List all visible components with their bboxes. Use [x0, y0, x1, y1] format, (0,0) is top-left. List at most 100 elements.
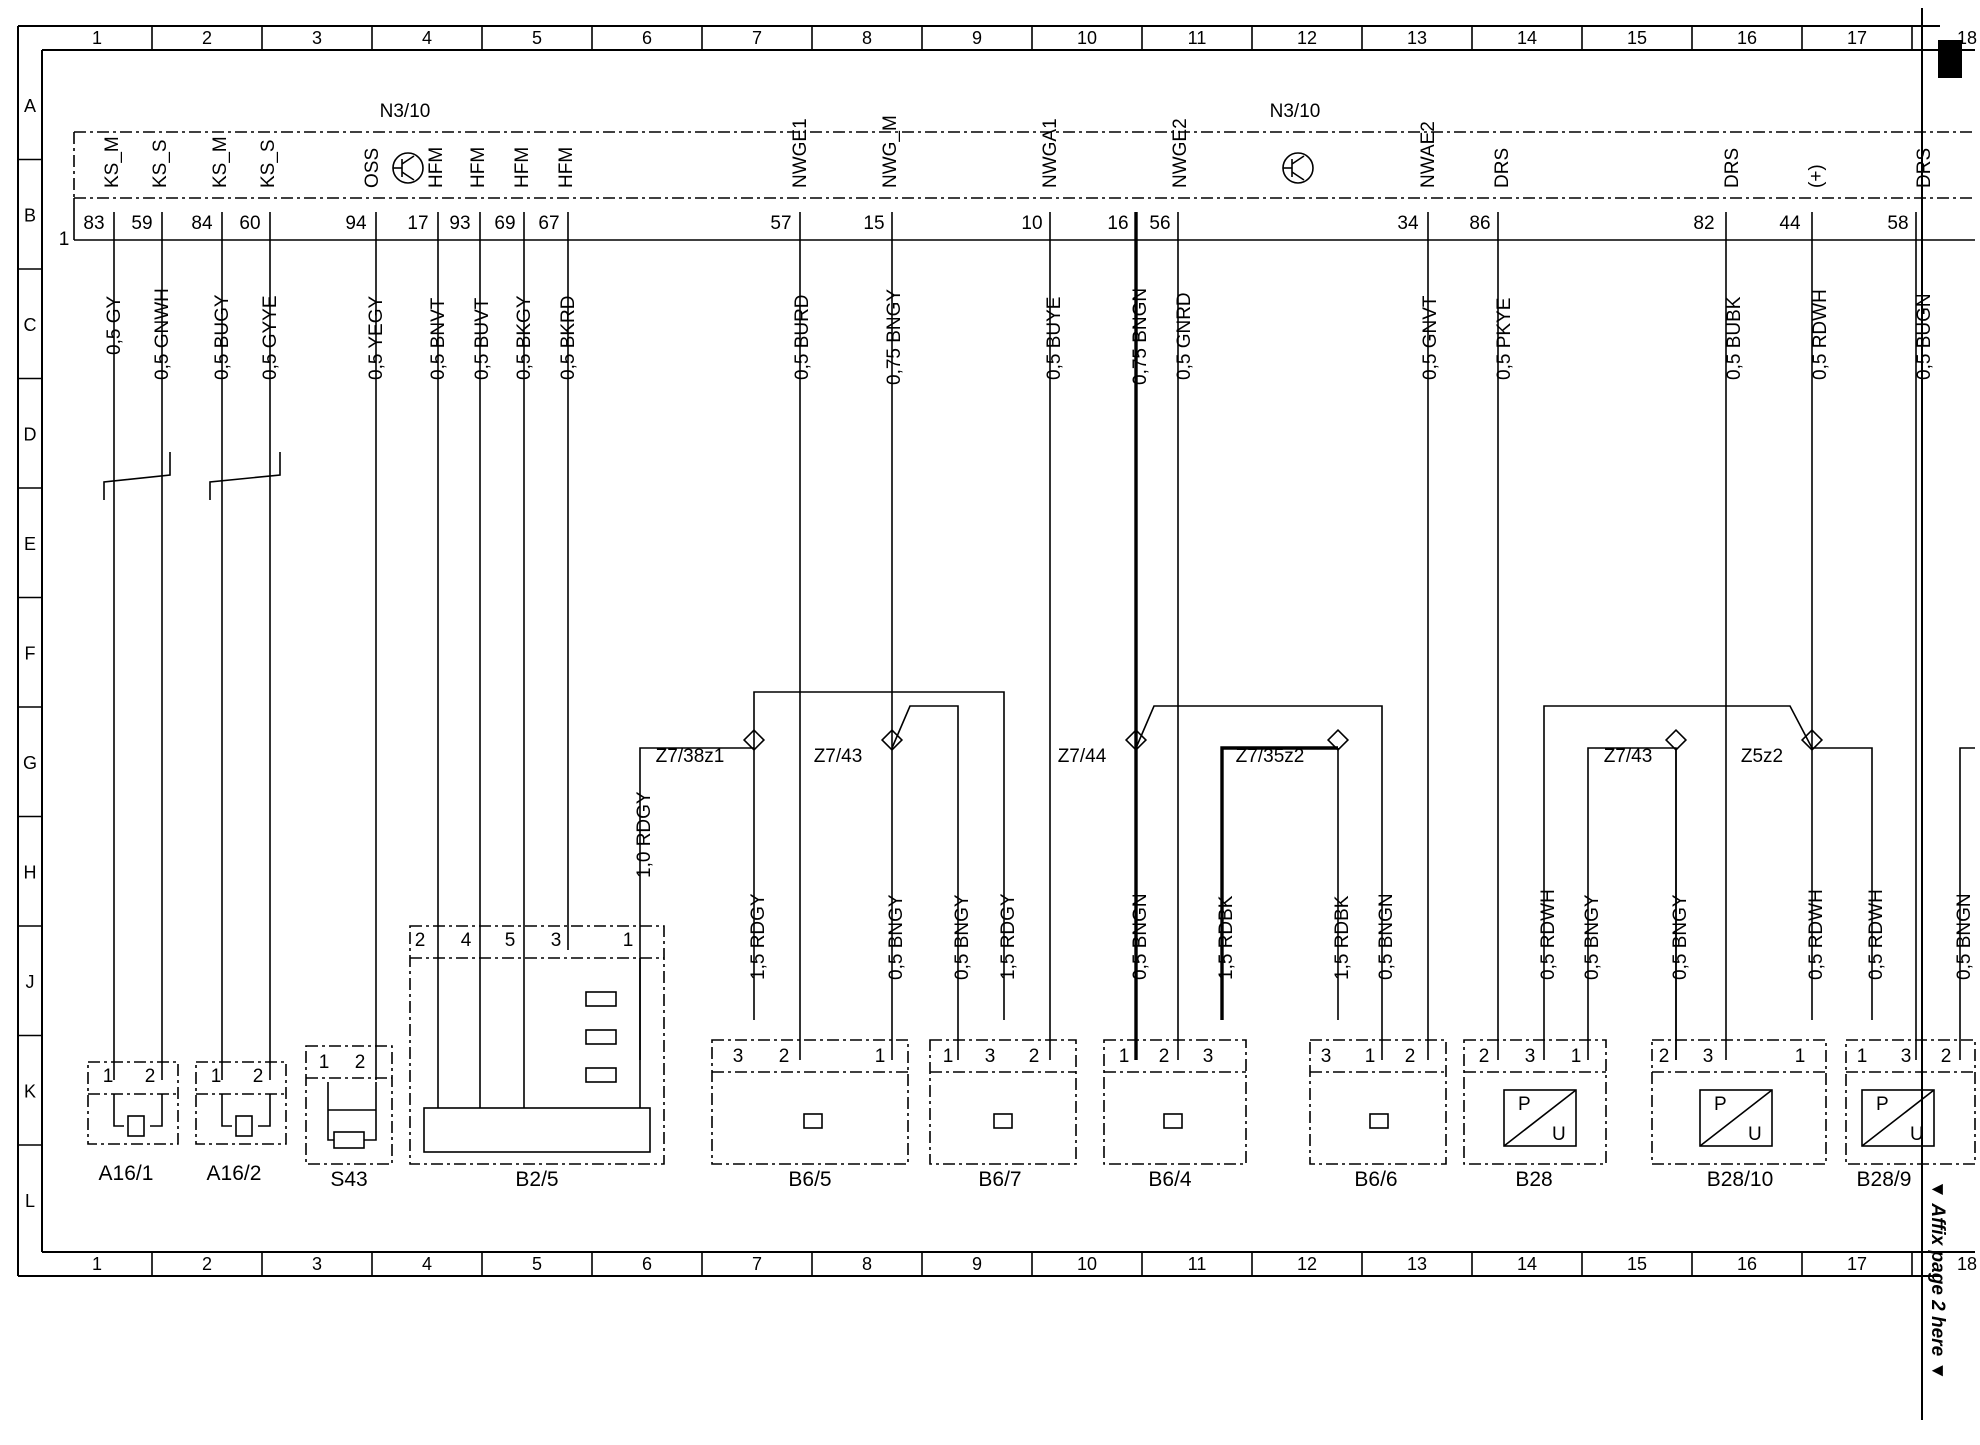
splice-point — [1124, 728, 1148, 752]
drawing-frame — [17, 8, 1975, 1420]
column-number: 1 — [92, 1254, 102, 1274]
column-number: 18 — [1957, 28, 1977, 48]
wire-label: 0,5 BNGY — [1670, 894, 1691, 980]
transistor-icon — [392, 152, 424, 184]
signal-label: HFM — [426, 147, 447, 188]
row-letter: H — [24, 862, 37, 882]
wire-label: 0,5 PKYE — [1494, 298, 1515, 380]
column-number: 2 — [202, 28, 212, 48]
splice-point — [742, 728, 766, 752]
column-number: 4 — [422, 28, 432, 48]
row-letter: F — [25, 643, 36, 663]
camshaft-sensor-b6-6: 3 1 2 B6/6 — [1309, 1039, 1447, 1191]
component-label: A16/2 — [207, 1162, 262, 1185]
splice-label: Z7/35z2 — [1236, 746, 1305, 767]
component-pin: 3 — [1203, 1046, 1214, 1067]
wire-label: 1,5 RDBK — [1216, 895, 1237, 980]
column-number: 3 — [312, 1254, 322, 1274]
column-number: 11 — [1188, 1254, 1207, 1274]
signal-label: KS_S — [258, 139, 279, 188]
wire-label: 0,5 BNGN — [1130, 893, 1151, 980]
pressure-sensor-b28: 2 3 1 P U B28 — [1463, 1039, 1607, 1191]
column-number: 4 — [422, 1254, 432, 1274]
signal-label: NWGA1 — [1040, 118, 1061, 188]
component-label: B28/9 — [1857, 1168, 1912, 1191]
wire-label: 0,75 BNGN — [1130, 288, 1151, 385]
wire-label: 1,5 RDGY — [998, 893, 1019, 980]
column-number: 6 — [642, 28, 652, 48]
signal-label: DRS — [1492, 148, 1513, 188]
column-number: 1 — [92, 28, 102, 48]
pin-number: 17 — [407, 213, 428, 234]
signal-label: KS_M — [102, 136, 123, 188]
pin-number: 15 — [863, 213, 884, 234]
pressure-sensor-b28-10: 2 3 1 P U B28/10 — [1651, 1039, 1827, 1191]
component-pin: 2 — [1479, 1046, 1490, 1067]
column-number: 17 — [1847, 1254, 1867, 1274]
column-number: 10 — [1077, 1254, 1097, 1274]
column-number: 17 — [1847, 28, 1867, 48]
component-pin: 3 — [985, 1046, 996, 1067]
wire-label: 0,75 BNGY — [884, 289, 905, 385]
pin-number: 82 — [1693, 213, 1714, 234]
pin-number: 57 — [770, 213, 791, 234]
column-number: 9 — [972, 1254, 982, 1274]
wire-label: 0,5 BUGN — [1914, 293, 1935, 380]
pu-letter: U — [1552, 1124, 1566, 1145]
wire-label: 0,5 BUYE — [1044, 297, 1065, 380]
splice-label: Z7/44 — [1058, 746, 1107, 767]
splice-label: Z7/43 — [814, 746, 863, 767]
wire-label: 0,5 BNGN — [1376, 893, 1397, 980]
column-number: 16 — [1737, 28, 1757, 48]
component-pin: 2 — [1405, 1046, 1416, 1067]
wire-label: 1,5 RDGY — [748, 893, 769, 980]
component-label: B28/10 — [1707, 1168, 1774, 1191]
row-letter: K — [24, 1081, 36, 1101]
signal-label: OSS — [362, 148, 383, 188]
component-label: B6/4 — [1148, 1168, 1192, 1191]
signal-label: HFM — [468, 147, 489, 188]
component-label: B6/7 — [978, 1168, 1021, 1191]
column-number: 11 — [1188, 28, 1207, 48]
row-letter: J — [26, 972, 35, 992]
pin-number: 94 — [345, 213, 367, 234]
column-number: 7 — [752, 28, 762, 48]
pin-number: 93 — [449, 213, 470, 234]
signal-label: KS_M — [210, 136, 231, 188]
component-label: B6/6 — [1354, 1168, 1397, 1191]
component-pin: 1 — [211, 1066, 222, 1087]
wire-label: 1,5 RDBK — [1332, 895, 1353, 980]
column-number: 15 — [1627, 28, 1647, 48]
pin-number: 34 — [1397, 213, 1419, 234]
component-pin: 1 — [1795, 1046, 1806, 1067]
splice-label: Z7/38z1 — [656, 746, 725, 767]
pu-letter: U — [1910, 1124, 1924, 1145]
column-number: 13 — [1407, 28, 1427, 48]
component-pin: 1 — [1571, 1046, 1582, 1067]
column-number: 7 — [752, 1254, 762, 1274]
row-letter: D — [24, 424, 37, 444]
component-pin: 2 — [145, 1066, 156, 1087]
signal-label: DRS — [1914, 148, 1935, 188]
component-label: B28 — [1515, 1168, 1552, 1191]
pin-number: 69 — [494, 213, 515, 234]
signal-label: NWG_M — [880, 115, 901, 188]
component-pin: 1 — [1365, 1046, 1376, 1067]
pu-letter: P — [1518, 1094, 1531, 1115]
column-number: 12 — [1297, 1254, 1317, 1274]
knock-sensor-a16-2: 1 2 A16/2 — [195, 1061, 287, 1185]
wire-label: 0,5 RDWH — [1806, 889, 1827, 980]
signal-label: KS_S — [150, 139, 171, 188]
column-number: 2 — [202, 1254, 212, 1274]
pin-number: 84 — [191, 213, 213, 234]
component-label: B2/5 — [515, 1168, 558, 1191]
pu-letter: U — [1748, 1124, 1762, 1145]
splice-point — [880, 728, 904, 752]
signal-label: HFM — [556, 147, 577, 188]
column-number: 18 — [1957, 1254, 1977, 1274]
wire-label: 0,5 BNGY — [886, 894, 907, 980]
wire-label: 0,5 BNGY — [952, 894, 973, 980]
component-pin: 2 — [253, 1066, 264, 1087]
component-pin: 3 — [551, 930, 562, 951]
